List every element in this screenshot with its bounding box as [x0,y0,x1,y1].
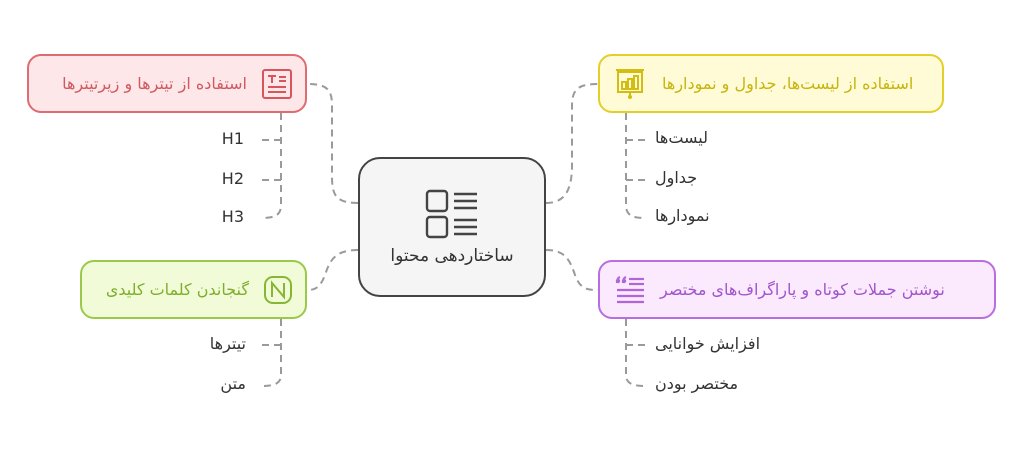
leaf-h2[interactable]: H2 [221,169,244,188]
branch-headings-label: استفاده از تیترها و زیرتیترها [62,74,247,93]
branch-headings[interactable]: استفاده از تیترها و زیرتیترها [27,54,307,113]
presentation-chart-icon [614,67,646,101]
leaf-headings-kw[interactable]: تیترها [209,334,246,353]
leaf-text[interactable]: متن [220,374,246,393]
leaf-tables[interactable]: جداول [655,168,698,187]
leaf-lists[interactable]: لیست‌ها [655,128,708,147]
leaf-conciseness[interactable]: مختصر بودن [655,374,739,393]
branch-lists-label: استفاده از لیست‌ها، جداول و نمودارها [662,74,914,93]
center-node[interactable]: ساختاردهی محتوا [358,157,546,297]
branch-keywords-label: گنجاندن کلمات کلیدی [105,280,249,299]
leaf-h1[interactable]: H1 [221,129,244,148]
center-label: ساختاردهی محتوا [390,246,514,266]
n-logo-icon [263,275,293,305]
leaf-h3[interactable]: H3 [221,207,244,226]
branch-short-sentences[interactable]: نوشتن جملات کوتاه و پاراگراف‌های مختصر [598,260,996,319]
leaf-charts[interactable]: نمودارها [655,206,710,225]
branch-keywords[interactable]: گنجاندن کلمات کلیدی [80,260,307,319]
branch-lists[interactable]: استفاده از لیست‌ها، جداول و نمودارها [598,54,944,113]
leaf-readability[interactable]: افزایش خوانایی [655,334,761,353]
branch-short-sentences-label: نوشتن جملات کوتاه و پاراگراف‌های مختصر [660,280,945,299]
heading-text-icon [261,68,293,100]
checklist-icon [424,188,480,240]
quote-lines-icon [614,275,646,305]
